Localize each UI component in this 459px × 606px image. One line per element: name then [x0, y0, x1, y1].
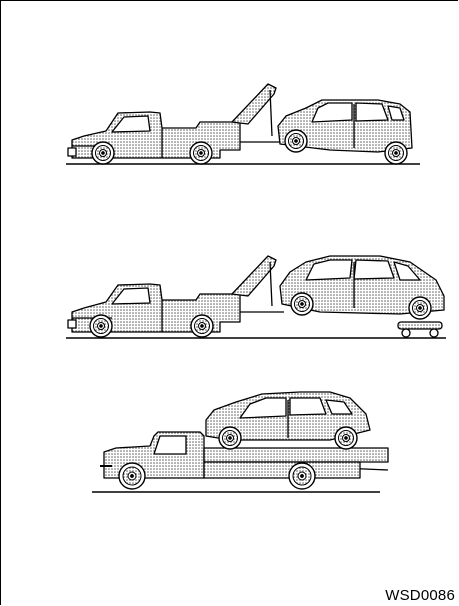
figure-code: WSD0086: [385, 587, 455, 604]
scene-wheel-lift-dollies: [66, 256, 446, 338]
scene-flatbed: [92, 392, 388, 492]
scene-wheel-lift-1: [66, 84, 420, 164]
